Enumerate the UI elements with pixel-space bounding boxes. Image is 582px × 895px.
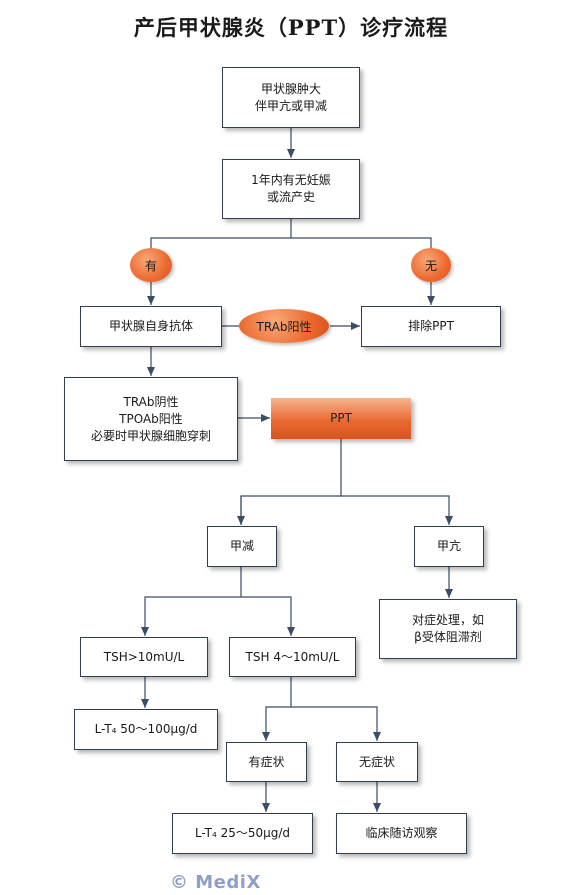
node-exclude-ppt: 排除PPT (361, 306, 501, 347)
node-followup: 临床随访观察 (336, 813, 467, 854)
node-no: 无 (411, 248, 451, 282)
node-ppt: PPT (271, 398, 411, 439)
node-workup: TRAb阴性 TPOAb阳性 必要时甲状腺细胞穿刺 (64, 377, 238, 461)
branch-ppt-hyper (341, 495, 453, 525)
branch-tshmid (262, 677, 292, 741)
branch-hypo-mid (241, 596, 295, 636)
branch-ppt (240, 439, 342, 525)
node-trab-positive: TRAb阳性 (239, 309, 329, 343)
node-symptomatic-treatment: 对症处理，如 β受体阻滞剂 (379, 599, 517, 659)
branch-tshmid-no (291, 706, 381, 741)
page-title: 产后甲状腺炎（PPT）诊疗流程 (133, 15, 449, 40)
node-without-symptoms: 无症状 (336, 742, 418, 782)
node-tsh-high: TSH>10mU/L (80, 637, 208, 677)
branch-pregnancy (150, 219, 292, 250)
node-with-symptoms: 有症状 (226, 742, 307, 782)
branch-hypo (141, 567, 242, 636)
node-hyperthyroid: 甲亢 (414, 526, 484, 567)
node-yes: 有 (130, 248, 172, 282)
node-pregnancy-history: 1年内有无妊娠 或流产史 (222, 159, 360, 219)
watermark: © MediX (170, 872, 261, 893)
node-lt4-high-dose: L-T₄ 50～100μg/d (74, 709, 218, 750)
node-thyroid-antibodies: 甲状腺自身抗体 (80, 306, 222, 347)
node-hypothyroid: 甲减 (207, 526, 277, 567)
node-tsh-mid: TSH 4～10mU/L (229, 637, 356, 677)
node-lt4-low-dose: L-T₄ 25～50μg/d (172, 813, 313, 854)
node-goiter: 甲状腺肿大 伴甲亢或甲减 (222, 67, 360, 128)
branch-pregnancy-no (291, 237, 432, 250)
